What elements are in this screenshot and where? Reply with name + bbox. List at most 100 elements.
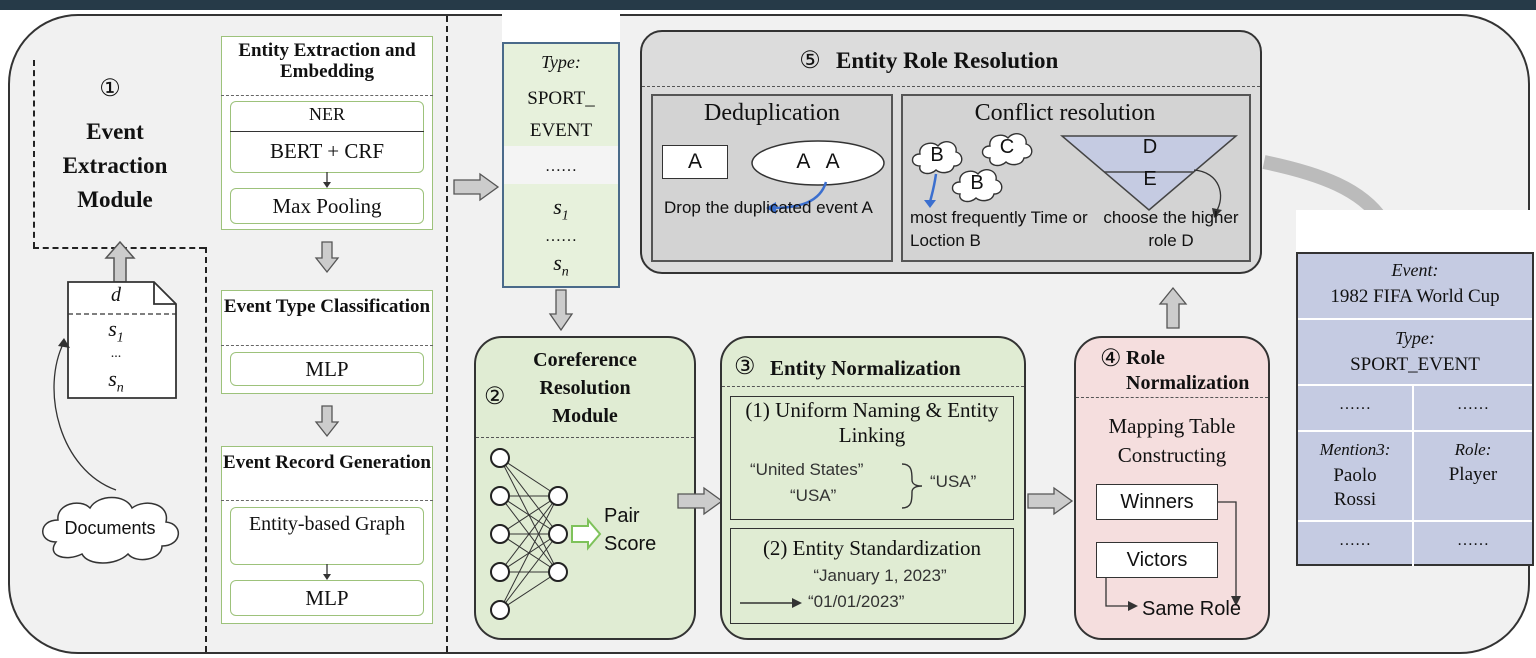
standardization-title: (2) Entity Standardization: [762, 536, 982, 560]
entity-extraction-separator: [221, 95, 433, 96]
event-type-separator: [221, 345, 433, 346]
event-type-mlp: MLP: [230, 352, 424, 386]
documents-cloud-icon: [42, 496, 179, 564]
result-mention-value: Paolo Rossi: [1333, 465, 1377, 510]
result-col-line: [1412, 384, 1414, 566]
cloud-b-icon: [951, 169, 1003, 203]
result-dots-1: ……: [1339, 396, 1371, 413]
result-row-line: [1298, 384, 1532, 386]
record-dots-2: ……: [545, 228, 577, 245]
event-record-title: Event Record Generation: [223, 452, 431, 473]
result-row-line: [1298, 318, 1532, 320]
module3-number: ③: [734, 354, 756, 380]
record-sn-sub: n: [561, 264, 569, 280]
standardization-box: [730, 528, 1014, 624]
role-caption: choose the higher role D: [1103, 208, 1239, 250]
document-sn-sub: n: [116, 380, 124, 396]
arrow-down-small-icon: [323, 172, 331, 188]
up-arrow-icon: [1158, 286, 1188, 329]
bert-crf-label: BERT + CRF: [269, 139, 385, 163]
module1-title: Event Extraction Module: [62, 119, 168, 212]
result-tab: [1296, 210, 1534, 254]
dedup-ellipse-label: A A: [796, 150, 840, 173]
down-arrow-icon: [314, 405, 340, 438]
triangle-d-label: D: [1142, 136, 1158, 158]
triangle-e-label: E: [1143, 168, 1157, 190]
module1-border-left: [33, 60, 35, 248]
uniform-naming-title: (1) Uniform Naming & Entity Linking: [745, 398, 999, 447]
curved-arrow-icon: [1193, 169, 1222, 218]
module2-separator: [476, 437, 694, 438]
right-arrow-icon: [1027, 486, 1074, 516]
ner-label: NER: [309, 104, 345, 124]
document-s1: s1: [66, 316, 166, 346]
cloud-b2-label: B: [970, 172, 984, 194]
cloud-c-icon: [981, 133, 1033, 167]
deduplication-title: Deduplication: [704, 100, 840, 126]
role-triangle: [1060, 135, 1239, 211]
right-arrow-icon: [677, 486, 724, 516]
event-record-mlp: MLP: [230, 580, 424, 616]
uniform-naming-box: [730, 396, 1014, 520]
event-type-title: Event Type Classification: [223, 296, 431, 317]
document-sn-base: s: [108, 366, 117, 391]
result-type-label: Type:: [1395, 328, 1435, 348]
date-original: “January 1, 2023”: [813, 566, 947, 585]
document-card: [67, 281, 177, 399]
entity-extraction-title: Entity Extraction and Embedding: [238, 40, 416, 82]
module3-separator: [722, 386, 1024, 387]
record-s1: s1: [502, 194, 620, 224]
module2-title: Coreference Resolution Module: [533, 349, 637, 427]
document-s1-base: s: [108, 316, 117, 341]
record-column-tab: [502, 14, 620, 44]
record-sn-base: s: [553, 250, 562, 275]
module1-divider-lower: [205, 247, 207, 652]
down-arrow-icon: [548, 289, 574, 332]
module2-number: ②: [484, 384, 506, 410]
module5-title: Entity Role Resolution: [836, 48, 1059, 73]
record-type-value-1: SPORT_: [527, 88, 595, 109]
ner-divider: [230, 131, 424, 132]
usa-label-1: “USA”: [790, 486, 837, 505]
conflict-title: Conflict resolution: [974, 100, 1156, 126]
documents-label: Documents: [64, 518, 156, 538]
cloud-b-icon: [911, 141, 963, 175]
document-dots: ...: [110, 346, 122, 361]
result-role-value: Player: [1448, 464, 1498, 485]
mapping-label: Mapping Table Constructing: [1108, 414, 1236, 467]
record-s1-sub: 1: [561, 208, 569, 224]
winners-box: Winners: [1096, 484, 1218, 520]
module3-title: Entity Normalization: [770, 356, 961, 380]
result-role-label: Role:: [1454, 440, 1492, 459]
result-dots-2: ……: [1457, 396, 1489, 413]
result-dots-3: ……: [1339, 532, 1371, 549]
result-type-value: SPORT_EVENT: [1350, 354, 1480, 375]
max-pooling-box: Max Pooling: [230, 188, 424, 224]
cloud-b1-label: B: [930, 144, 944, 166]
united-states-label: “United States”: [750, 460, 864, 479]
record-row-dots: [504, 146, 618, 184]
mapping-connector-icon: [1105, 501, 1241, 611]
result-row-line: [1298, 520, 1532, 522]
dedup-blue-arrow-icon: [766, 181, 828, 214]
usa-label-2: “USA”: [930, 472, 977, 491]
module1-number: ①: [99, 76, 121, 102]
top-bar: [0, 0, 1536, 10]
right-arrow-icon: [453, 172, 500, 202]
result-mention-label: Mention3:: [1319, 440, 1391, 459]
result-dots-4: ……: [1457, 532, 1489, 549]
module4-title: Role Normalization: [1126, 347, 1250, 394]
entity-graph-box: Entity-based Graph: [230, 507, 424, 565]
document-d: d: [111, 284, 121, 306]
record-s1-base: s: [553, 194, 562, 219]
record-type-label: Type:: [541, 52, 581, 72]
victors-box: Victors: [1096, 542, 1218, 578]
right-thin-arrow-icon: [740, 598, 802, 608]
cloud-c-label: C: [999, 136, 1015, 158]
conflict-blue-arrow-icon: [924, 173, 938, 208]
document-sn: sn: [66, 366, 166, 396]
result-table: [1296, 252, 1534, 566]
same-role-label: Same Role: [1142, 598, 1241, 620]
dedup-ellipse: [751, 140, 885, 186]
dedup-caption: Drop the duplicated event A: [664, 198, 873, 217]
